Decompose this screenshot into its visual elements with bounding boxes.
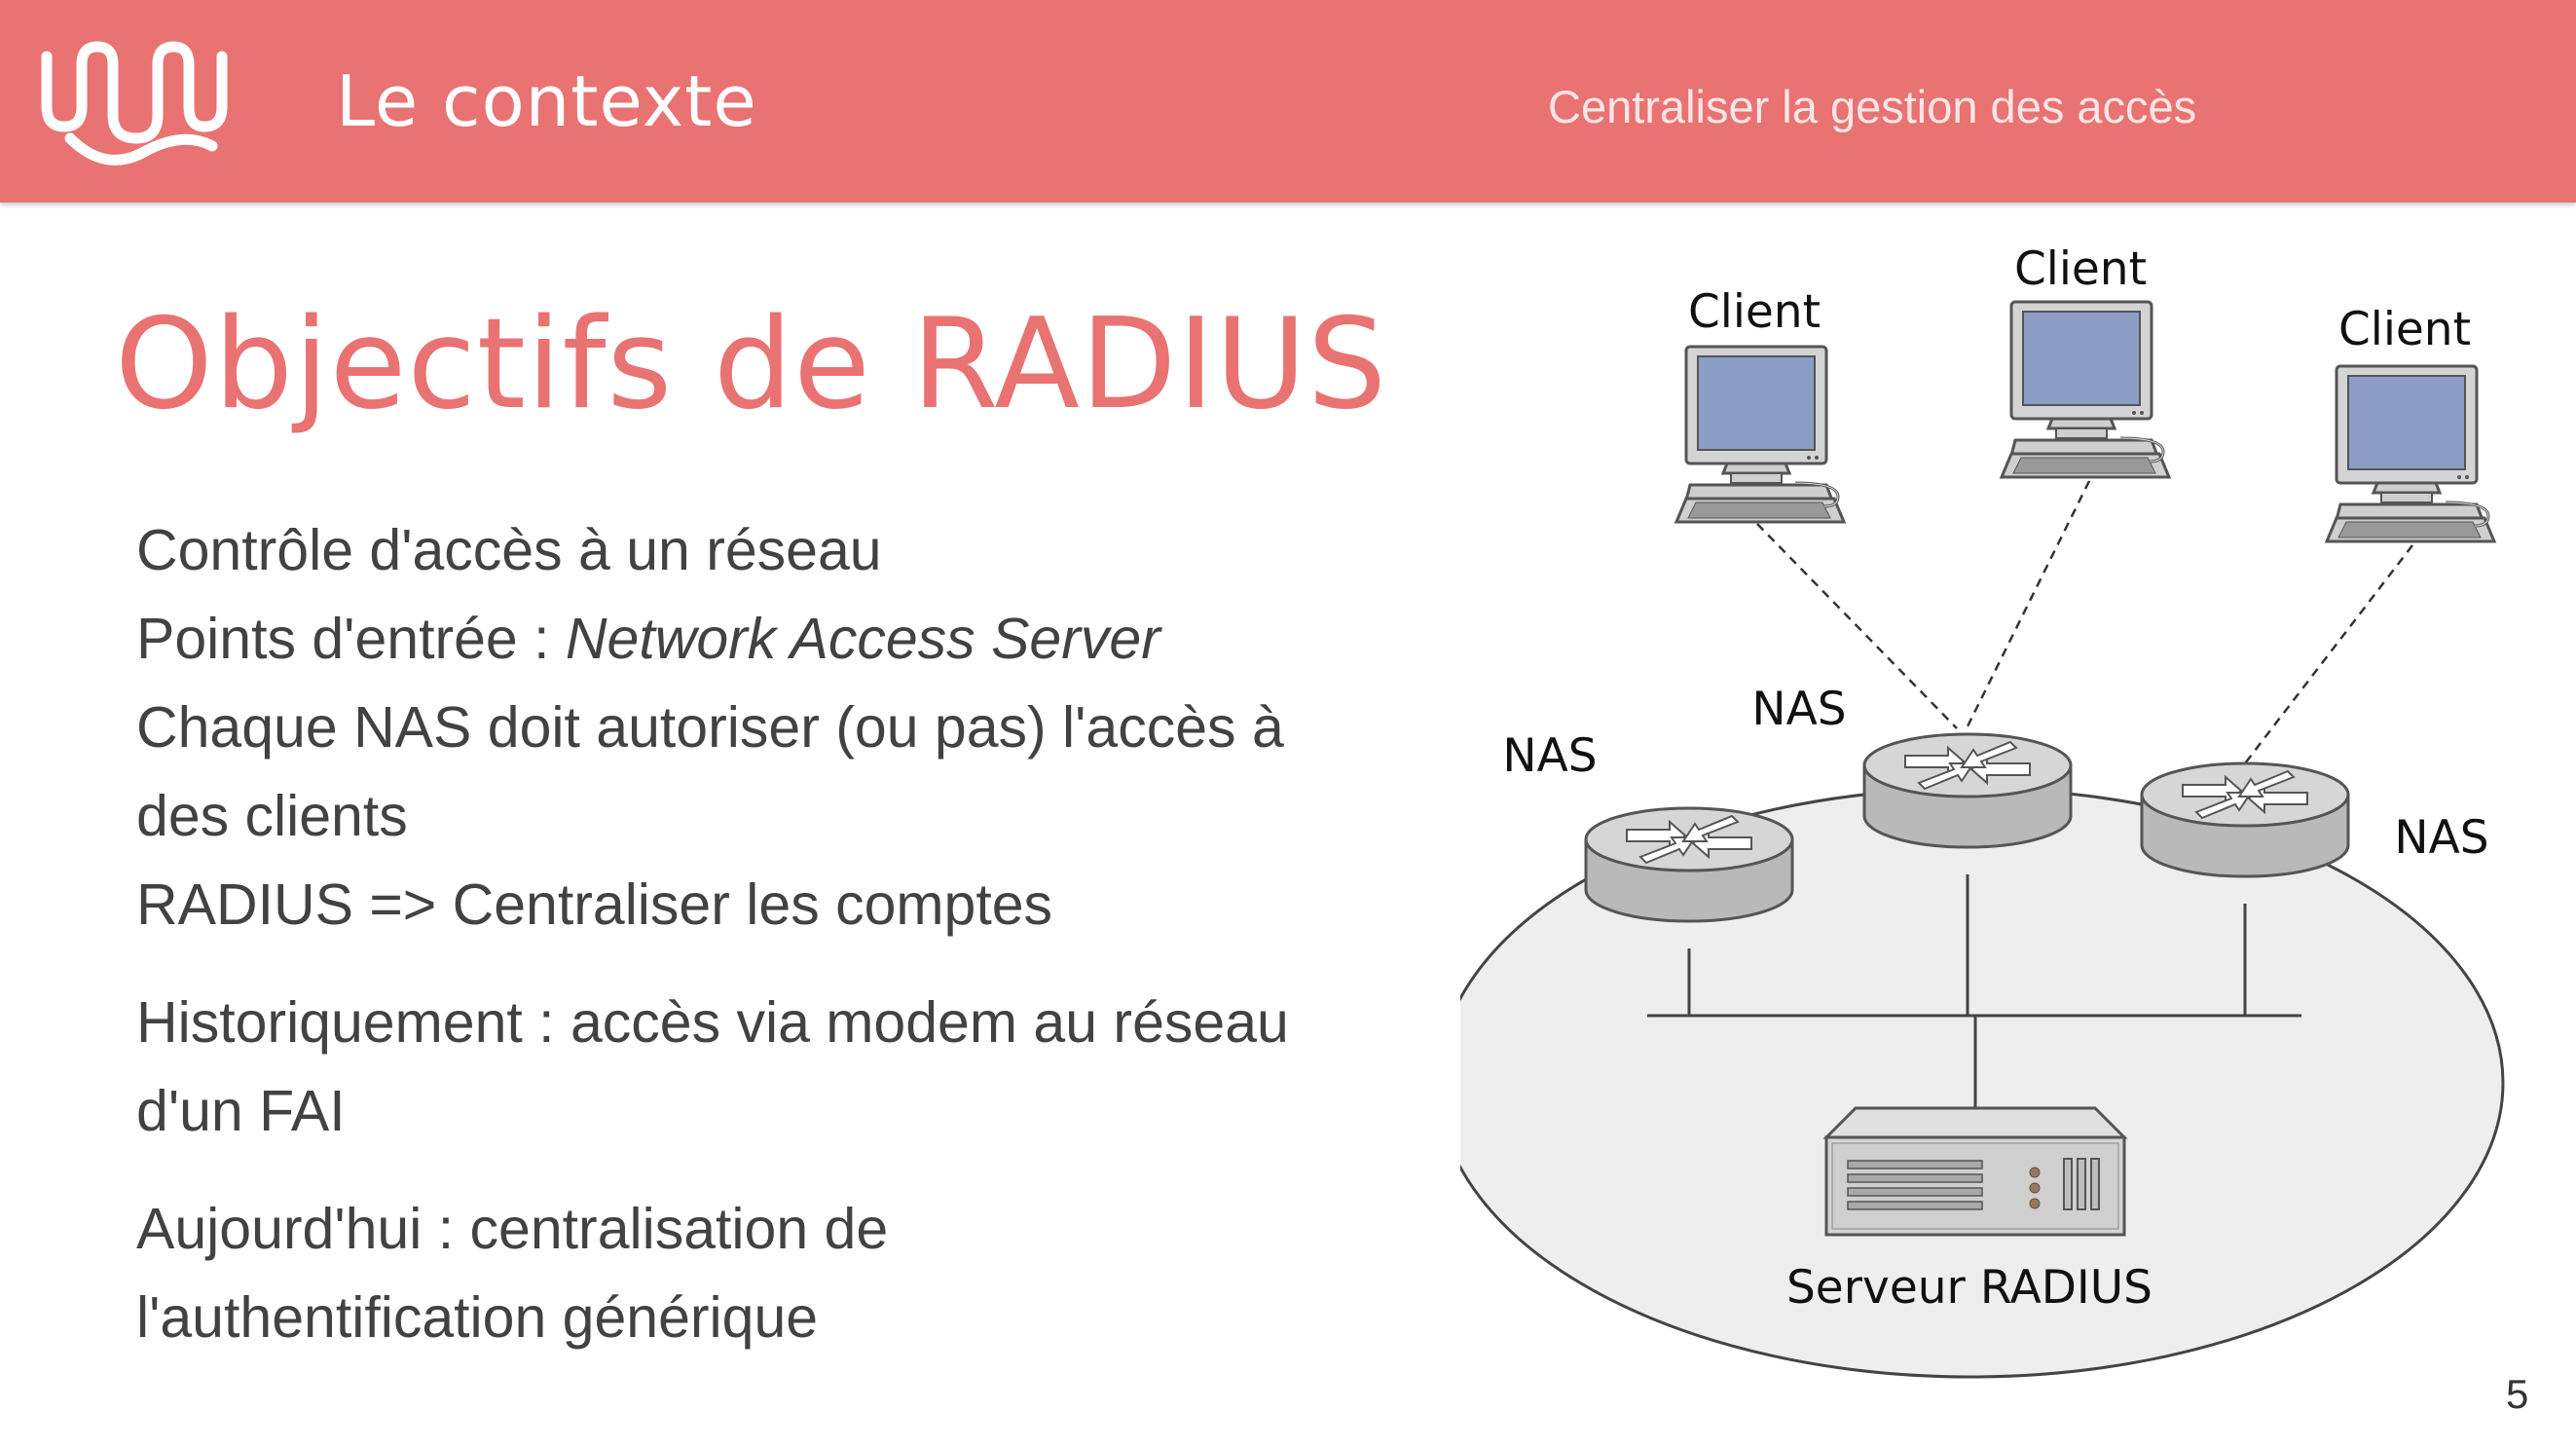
router-icon <box>1862 732 2073 849</box>
bullet-line: Chaque NAS doit autoriser (ou pas) l'acc… <box>136 695 1284 760</box>
wave-logo-icon <box>41 41 228 166</box>
bullet-line: d'un FAI <box>136 1079 346 1143</box>
radius-server: Serveur RADIUS <box>1786 1106 2153 1315</box>
bullet-text: Points d'entrée : <box>136 607 566 671</box>
router-icon <box>1584 806 1794 923</box>
bullet-line: Contrôle d'accès à un réseau <box>136 518 882 582</box>
client-computer: Client <box>2325 303 2496 543</box>
router-icon <box>2140 761 2350 878</box>
client-label: Client <box>2014 242 2147 296</box>
nas-router: NAS <box>1751 683 2073 849</box>
network-links <box>1647 874 2301 1108</box>
nas-router: NAS <box>1502 729 1794 923</box>
bullet-line: Historiquement : accès via modem au rése… <box>136 990 1289 1055</box>
bullet-line: RADIUS => Centraliser les comptes <box>136 872 1053 937</box>
page-title: Objectifs de RADIUS <box>115 292 1388 437</box>
page-number: 5 <box>2506 1371 2529 1417</box>
bullet-italic-text: Network Access Server <box>565 607 1160 671</box>
nas-label: NAS <box>1502 729 1597 783</box>
bullet-line: des clients <box>136 784 408 848</box>
network-diagram: Client Client Client NAS NAS NAS <box>1460 242 2505 1379</box>
client-computer: Client <box>1674 285 1846 524</box>
computer-icon <box>1674 345 1846 524</box>
nas-label: NAS <box>1751 683 1846 736</box>
client-label: Client <box>1688 285 1821 339</box>
computer-icon <box>2000 300 2171 479</box>
bullet-line: Points d'entrée : Network Access Server <box>136 595 1519 684</box>
computer-icon <box>2325 364 2496 543</box>
bullet-line: Aujourd'hui : centralisation de <box>136 1197 889 1261</box>
server-icon <box>1822 1106 2128 1237</box>
nas-router: NAS <box>2140 761 2489 878</box>
body-text: Contrôle d'accès à un réseau Points d'en… <box>136 506 1519 1362</box>
client-label: Client <box>2338 303 2471 356</box>
client-computer: Client <box>2000 242 2171 479</box>
bullet-line: l'authentification générique <box>136 1285 819 1350</box>
server-label: Serveur RADIUS <box>1786 1261 2153 1315</box>
dashed-links <box>1756 480 2413 764</box>
nas-label: NAS <box>2394 811 2488 865</box>
header-subtitle: Centraliser la gestion des accès <box>1548 81 2197 132</box>
section-title: Le contexte <box>336 60 757 142</box>
slide-header: Le contexte Centraliser la gestion des a… <box>0 0 2576 203</box>
